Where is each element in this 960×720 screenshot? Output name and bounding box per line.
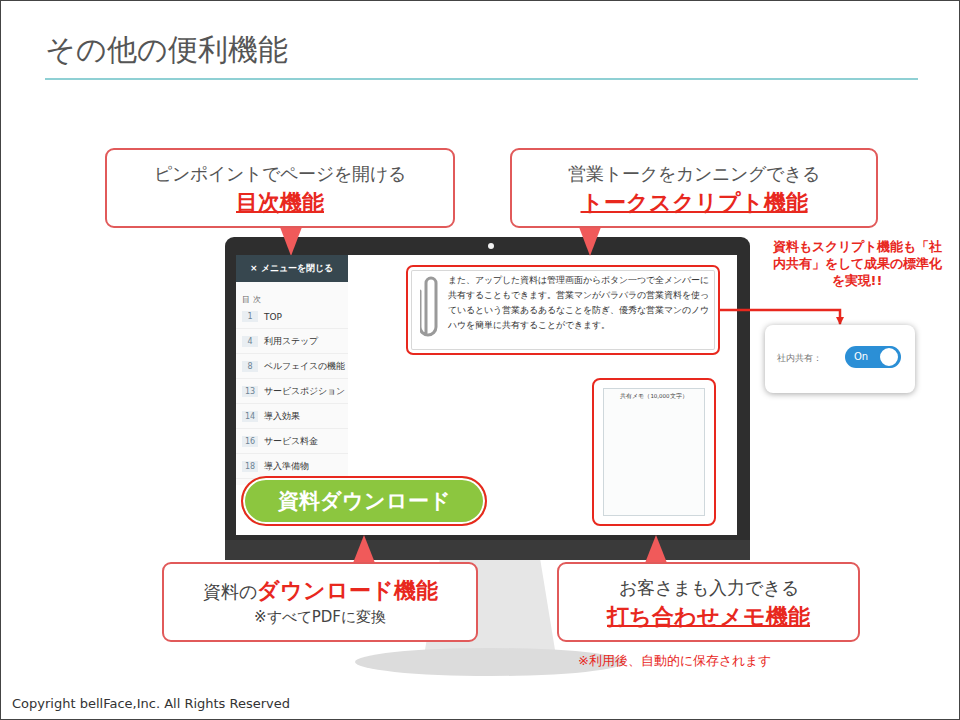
note-text: 資料もスクリプト機能も「社内共有」をして成果の標準化を実現!! <box>772 238 942 289</box>
node-text: TOP <box>264 312 282 322</box>
title-rule <box>45 78 918 80</box>
node-text: 共有メモ（10,000文字） <box>602 393 706 400</box>
node-text: また、アップした資料は管理画面からボタン一つで全メンバーに共有することもできます… <box>448 273 710 333</box>
callout-box: 資料のダウンロード機能 ※すべてPDFに変換 <box>162 562 478 642</box>
node-text: 営業トークをカンニングできる <box>520 160 868 188</box>
share-toggle-card: 社内共有：On <box>765 325 915 393</box>
node-text: サービス料金 <box>264 435 318 448</box>
node-text: 4 <box>242 336 258 347</box>
callout-box: お客さまも入力できる打ち合わせメモ機能 <box>557 562 860 642</box>
callout-pointer <box>645 535 667 563</box>
monitor-chin <box>225 540 750 560</box>
download-button: 資料ダウンロード <box>241 476 487 526</box>
callout-box: ピンポイントでページを開ける目次機能 <box>105 148 455 228</box>
node-text: 社内共有： <box>777 352 822 365</box>
memo-box: 共有メモ（10,000文字） <box>592 378 716 526</box>
node-text: 打ち合わせメモ機能 <box>567 602 850 632</box>
node-text: お客さまも入力できる <box>567 574 850 602</box>
node-text: 目次機能 <box>115 188 445 218</box>
node-text: 14 <box>242 411 258 422</box>
menu-item: 8 ベルフェイスの機能 <box>236 355 348 379</box>
node-text: × メニューを閉じる <box>236 255 348 282</box>
node-text: 資料ダウンロード <box>278 487 451 515</box>
menu-item: 14 導入効果 <box>236 405 348 429</box>
monitor-bezel <box>225 237 750 560</box>
copyright: Copyright bellFace,Inc. All Rights Reser… <box>12 696 332 711</box>
node-text: 18 <box>242 461 258 472</box>
share-connector <box>720 310 840 324</box>
talk-script-box: また、アップした資料は管理画面からボタン一つで全メンバーに共有することもできます… <box>406 265 720 355</box>
callout-box: 営業トークをカンニングできるトークスクリプト機能 <box>510 148 878 228</box>
callout-pointer <box>579 227 601 256</box>
callout-pointer <box>353 535 375 563</box>
footnote: ※利用後、自動的に保存されます <box>578 652 838 670</box>
node-text: サービスポジション <box>264 385 345 398</box>
menu-item: 4 利用ステップ <box>236 330 348 354</box>
menu-panel: × メニューを閉じる目 次 1 TOP 4 利用ステップ 8 ベルフェイスの機能 13 サービス… <box>236 255 348 485</box>
callout-pointer <box>280 227 302 256</box>
node-text: 1 <box>242 311 258 322</box>
monitor-screen <box>236 255 737 535</box>
node-text: 16 <box>242 436 258 447</box>
node-text: 8 <box>242 361 258 372</box>
node-text: トークスクリプト機能 <box>520 188 868 218</box>
node-text: ピンポイントでページを開ける <box>115 160 445 188</box>
node-text: 資料の <box>203 581 257 602</box>
menu-item: 13 サービスポジション <box>236 380 348 404</box>
node-text: 導入準備物 <box>264 460 309 473</box>
node-text: ベルフェイスの機能 <box>264 360 345 373</box>
node-text: 導入効果 <box>264 410 300 423</box>
monitor-camera <box>488 243 494 249</box>
node-text: ダウンロード機能 <box>257 578 438 603</box>
slide-title: その他の便利機能 <box>45 30 288 71</box>
menu-item: 16 サービス料金 <box>236 430 348 454</box>
node-text: 利用ステップ <box>264 335 318 348</box>
node-text: 13 <box>242 386 258 397</box>
menu-item: 1 TOP <box>236 305 348 329</box>
node-text: 目 次 <box>242 294 348 305</box>
node-text: ※すべてPDFに変換 <box>172 608 468 627</box>
